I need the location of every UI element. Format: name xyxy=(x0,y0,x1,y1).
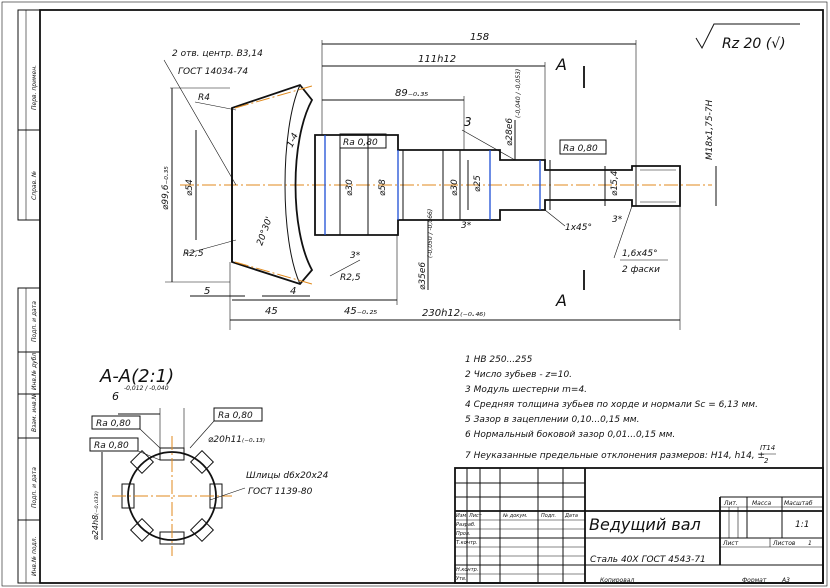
tb-h-scale: Масштаб xyxy=(784,500,813,507)
leader-3: 3 xyxy=(464,115,472,129)
dim-d154: ⌀15,4 xyxy=(610,170,620,196)
dim-45a: 45 xyxy=(265,306,278,317)
chamfer-3a: 3* xyxy=(350,251,361,261)
tb-row-doc: № докум. xyxy=(502,513,528,519)
dim-89: 89₋₀.₃₅ xyxy=(395,88,428,99)
tb-razrab: Разраб. xyxy=(456,522,476,528)
roughness-symbol: Rz 20 (√) xyxy=(695,23,800,52)
tb-row-izm: Изм. xyxy=(456,513,468,519)
dim-5: 5 xyxy=(204,286,210,297)
tb-kopir: Копировал xyxy=(600,577,634,584)
inner-frame xyxy=(39,9,824,584)
section-marks: A A xyxy=(555,55,585,310)
chamfer-16: 1,6x45° xyxy=(622,249,658,259)
side-cell-text: Подп. и дата xyxy=(31,301,38,342)
dim-d28-tol: (-0,040 / -0,053) xyxy=(515,69,522,118)
roughness-text: Rz 20 (√) xyxy=(722,36,786,52)
dim-4: 4 xyxy=(290,286,296,297)
chamfer-2-faces: 2 фаски xyxy=(622,265,660,275)
section-view: A-A(2:1) xyxy=(89,366,263,556)
sv-ra-3: Ra 0,80 xyxy=(94,441,129,451)
dim-d30a: ⌀30 xyxy=(345,179,355,196)
tb-h-mass: Масса xyxy=(752,500,771,507)
section-mark-bottom: A xyxy=(555,291,567,310)
dim-158: 158 xyxy=(470,32,489,43)
tb-sheet: Лист xyxy=(722,540,739,547)
tech-note: 1 НВ 250...255 xyxy=(465,355,533,365)
dim-d25: ⌀25 xyxy=(473,175,483,192)
tb-nkontr: Н.контр. xyxy=(456,567,478,573)
tb-prov: Пров. xyxy=(456,531,471,537)
tech-note: 4 Средняя толщина зубьев по хорде и норм… xyxy=(465,400,758,410)
radius-r25a: R2,5 xyxy=(183,249,204,259)
dim-thread: M18x1,75-7H xyxy=(705,99,715,160)
tb-row-sign: Подп. xyxy=(541,513,556,519)
dim-d58: ⌀58 xyxy=(378,179,388,196)
section-mark-top: A xyxy=(555,55,567,74)
dim-d35: ⌀35e6 xyxy=(418,262,428,290)
part-material: Сталь 40Х ГОСТ 4543-71 xyxy=(590,555,706,565)
dim-230: 230h12₍₋₀.₄₆₎ xyxy=(422,308,486,319)
chamfer-3b: 3* xyxy=(461,221,472,231)
gear-section xyxy=(231,83,314,286)
title-block xyxy=(454,467,824,584)
radius-r4: R4 xyxy=(198,93,210,103)
tb-row-list: Лист xyxy=(468,513,483,519)
dim-d99: ⌀99,6₋₀.₃₅ xyxy=(161,166,171,210)
center-holes-gost: ГОСТ 14034-74 xyxy=(178,67,248,77)
dim-111: 111h12 xyxy=(418,54,456,65)
ra-text-b: Ra 0,80 xyxy=(563,144,598,154)
tb-format-v: A3 xyxy=(781,577,790,584)
side-stamp: Перв. примен. Справ. № Подп. и дата Инв.… xyxy=(17,9,41,584)
chamfer-1x45: 1x45° xyxy=(565,223,592,233)
side-cell-text: Взам. инв.№ xyxy=(31,393,38,432)
section-title: A-A(2:1) xyxy=(99,366,174,387)
tb-utv: Утв. xyxy=(456,576,467,582)
tech-notes: 1 НВ 250...255 2 Число зубьев - z=10. 3 … xyxy=(465,355,776,465)
tech-note: 7 Неуказанные предельные отклонения разм… xyxy=(465,451,765,461)
side-cell-text: Инв.№ подл. xyxy=(31,536,38,576)
chamfer-3c: 3* xyxy=(612,215,623,225)
leader-lines xyxy=(163,59,633,277)
tb-scale: 1:1 xyxy=(795,520,809,530)
tech-note: 2 Число зубьев - z=10. xyxy=(465,370,572,380)
tech-note: 6 Нормальный боковой зазор 0,01...0,15 м… xyxy=(465,430,675,440)
sv-dim-6: 6 xyxy=(112,390,119,403)
tb-sheets-n: 1 xyxy=(808,540,812,547)
side-cell-text: Подп. и дата xyxy=(31,467,38,508)
side-cell-text: Справ. № xyxy=(31,171,38,200)
sv-dim-24: ⌀24h8₍₋₀.₀₃₃₎ xyxy=(91,491,100,540)
note7-frac-top: IT14 xyxy=(760,444,775,452)
sv-splines-gost: ГОСТ 1139-80 xyxy=(248,487,313,497)
tech-note: 5 Зазор в зацеплении 0,10...0,15 мм. xyxy=(465,415,639,425)
sv-ra-2: Ra 0,80 xyxy=(96,419,131,429)
tb-sheets: Листов xyxy=(772,540,796,547)
tb-tkontr: Т.контр. xyxy=(456,540,478,546)
dim-45b: 45₋₀.₂₅ xyxy=(344,306,377,317)
dim-angle: 20°30' xyxy=(255,216,275,248)
dim-d28: ⌀28e6 xyxy=(505,118,515,146)
dim-d35-tol: (-0,050 / -0,066) xyxy=(427,209,434,258)
sv-ra-1: Ra 0,80 xyxy=(218,411,253,421)
side-cell-text: Инв.№ дубл. xyxy=(31,351,38,390)
center-holes-note: 2 отв. центр. В3,14 xyxy=(172,49,263,59)
part-name: Ведущий вал xyxy=(589,515,701,534)
tb-row-date: Дата xyxy=(564,513,578,519)
dim-d30b: ⌀30 xyxy=(450,179,460,196)
sv-dim-6-tol: -0,012 / -0,040 xyxy=(124,385,169,392)
radius-r25b: R2,5 xyxy=(340,273,361,283)
tech-note: 3 Модуль шестерни m=4. xyxy=(465,385,587,395)
note7-frac-bot: 2 xyxy=(764,457,769,465)
side-cell-text: Перв. примен. xyxy=(31,65,38,110)
tb-format: Формат xyxy=(742,577,767,584)
ra-text-a: Ra 0,80 xyxy=(343,138,378,148)
sv-dim-20: ⌀20h11₍₋₀.₁₃₎ xyxy=(208,435,265,445)
dim-d54: ⌀54 xyxy=(185,179,195,196)
sv-splines: Шлицы d6x20x24 xyxy=(246,471,329,481)
dimension-lines xyxy=(165,40,717,330)
tb-h-lit: Лит. xyxy=(723,500,738,507)
ra-callouts xyxy=(339,133,607,155)
